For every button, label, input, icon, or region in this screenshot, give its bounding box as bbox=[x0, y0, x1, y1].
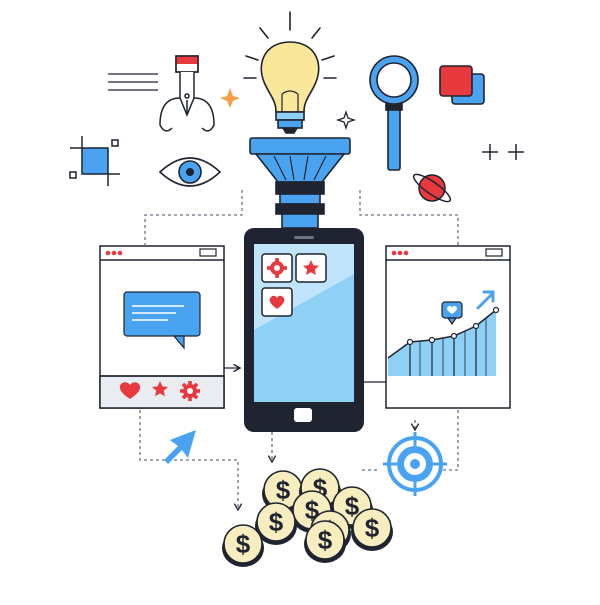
dollar-symbol: $ bbox=[365, 513, 380, 543]
home-button bbox=[294, 408, 312, 422]
dollar-symbol: $ bbox=[318, 525, 333, 555]
dollar-symbol: $ bbox=[276, 475, 291, 505]
target-icon bbox=[383, 432, 447, 496]
funnel-icon bbox=[249, 137, 351, 229]
cursor-arrow-icon bbox=[164, 430, 196, 464]
coin: $ bbox=[222, 524, 264, 567]
layers-icon bbox=[439, 65, 485, 105]
gear-icon bbox=[267, 258, 287, 278]
lightbulb-icon bbox=[243, 11, 337, 134]
coin: $ bbox=[351, 508, 393, 551]
magnifier-icon bbox=[369, 55, 419, 171]
coin: $ bbox=[255, 502, 297, 545]
pen-nib-icon bbox=[159, 55, 215, 132]
plus-icons bbox=[482, 144, 524, 160]
window-dots bbox=[105, 250, 123, 256]
smartphone bbox=[244, 228, 364, 432]
gear-icon bbox=[180, 381, 200, 401]
dollar-symbol: $ bbox=[236, 529, 251, 559]
like-badge-icon bbox=[441, 301, 463, 326]
eye-icon bbox=[158, 157, 222, 187]
heart-icon bbox=[269, 295, 285, 309]
dollar-coins: $$$$$$$$$ bbox=[222, 468, 393, 567]
planet-icon bbox=[412, 173, 452, 203]
star-icon bbox=[303, 260, 319, 275]
dollar-symbol: $ bbox=[269, 507, 284, 537]
star-icon bbox=[152, 381, 168, 397]
growth-chart bbox=[387, 306, 500, 376]
speed-lines bbox=[108, 73, 158, 91]
coin: $ bbox=[304, 520, 346, 563]
heart-icon bbox=[119, 382, 141, 399]
sparkle-icon-small bbox=[335, 109, 357, 131]
chat-bubble-icon bbox=[123, 291, 201, 350]
crop-icon bbox=[69, 136, 120, 186]
sparkle-icon bbox=[220, 88, 240, 108]
trend-arrow-icon bbox=[476, 290, 495, 310]
window-dots bbox=[391, 250, 409, 256]
dollar-symbol: $ bbox=[345, 491, 360, 521]
